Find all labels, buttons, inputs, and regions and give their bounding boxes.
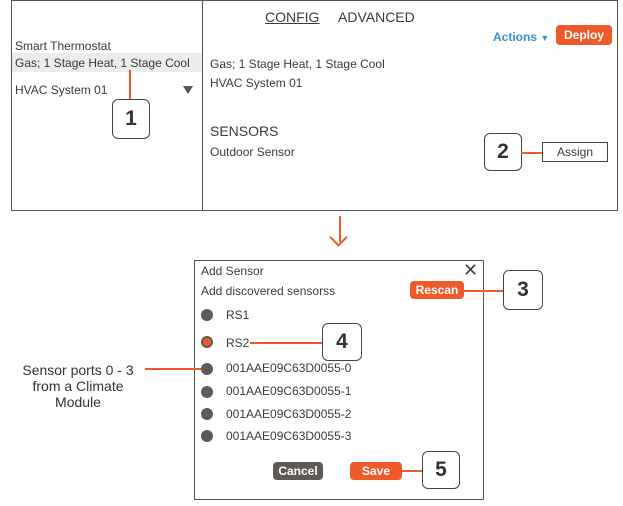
- sensor-label-port-1: 001AAE09C63D0055-1: [226, 384, 352, 398]
- callout-1: 1: [112, 99, 150, 139]
- assign-button[interactable]: Assign: [542, 142, 608, 162]
- system-label: HVAC System 01: [210, 76, 303, 90]
- actions-menu[interactable]: Actions ▼: [493, 30, 549, 44]
- callout-4: 4: [322, 323, 362, 361]
- cancel-button[interactable]: Cancel: [273, 462, 323, 480]
- note-line-3: Module: [55, 394, 101, 410]
- chevron-down-icon[interactable]: [183, 86, 193, 94]
- callout-3-line: [464, 290, 504, 292]
- tab-advanced[interactable]: ADVANCED: [338, 9, 415, 25]
- callout-1-line: [129, 70, 131, 100]
- dialog-subtitle: Add discovered sensorss: [201, 284, 336, 298]
- rescan-button[interactable]: Rescan: [410, 281, 464, 299]
- callout-5: 5: [422, 451, 460, 489]
- callout-2: 2: [484, 133, 522, 171]
- sensor-label-port-0: 001AAE09C63D0055-0: [226, 361, 352, 375]
- flow-arrow-shaft: [339, 216, 341, 242]
- deploy-button[interactable]: Deploy: [556, 25, 612, 45]
- note-pointer-line: [145, 368, 201, 370]
- hvac-system-label[interactable]: HVAC System 01: [15, 83, 108, 97]
- sensor-radio-port-1[interactable]: [201, 386, 213, 398]
- sensor-radio-port-3[interactable]: [201, 430, 213, 442]
- outdoor-sensor-label: Outdoor Sensor: [210, 145, 295, 159]
- sensor-radio-rs1[interactable]: [201, 309, 213, 321]
- callout-2-line: [521, 152, 542, 154]
- selected-config-label: Gas; 1 Stage Heat, 1 Stage Cool: [15, 56, 190, 70]
- callout-4-line: [250, 342, 323, 344]
- sensor-label-rs1: RS1: [226, 308, 250, 322]
- dialog-title: Add Sensor: [201, 264, 264, 278]
- equipment-label: Gas; 1 Stage Heat, 1 Stage Cool: [210, 57, 385, 71]
- actions-label: Actions: [493, 30, 538, 44]
- callout-5-line: [402, 470, 423, 472]
- close-icon[interactable]: ✕: [463, 260, 479, 280]
- panel-divider: [202, 0, 203, 210]
- tab-config[interactable]: CONFIG: [265, 9, 320, 25]
- save-button[interactable]: Save: [350, 462, 402, 480]
- sensor-radio-port-0[interactable]: [201, 363, 213, 375]
- selected-config-row[interactable]: [12, 53, 202, 72]
- caret-down-icon: ▼: [540, 33, 550, 43]
- sensor-radio-rs2[interactable]: [201, 336, 213, 348]
- sensor-radio-port-2[interactable]: [201, 408, 213, 420]
- device-label: Smart Thermostat: [15, 39, 111, 53]
- radio-selected-dot: [203, 338, 211, 346]
- note-line-1: Sensor ports 0 - 3: [22, 362, 134, 378]
- sensor-label-port-3: 001AAE09C63D0055-3: [226, 429, 352, 443]
- arrow-down-icon: [329, 228, 348, 247]
- sensor-label-rs2: RS2: [226, 336, 250, 350]
- callout-3: 3: [503, 270, 543, 310]
- sensor-ports-note: Sensor ports 0 - 3 from a Climate Module: [10, 362, 146, 410]
- note-line-2: from a Climate: [32, 378, 124, 394]
- sensors-heading: SENSORS: [210, 123, 279, 139]
- sensor-label-port-2: 001AAE09C63D0055-2: [226, 407, 352, 421]
